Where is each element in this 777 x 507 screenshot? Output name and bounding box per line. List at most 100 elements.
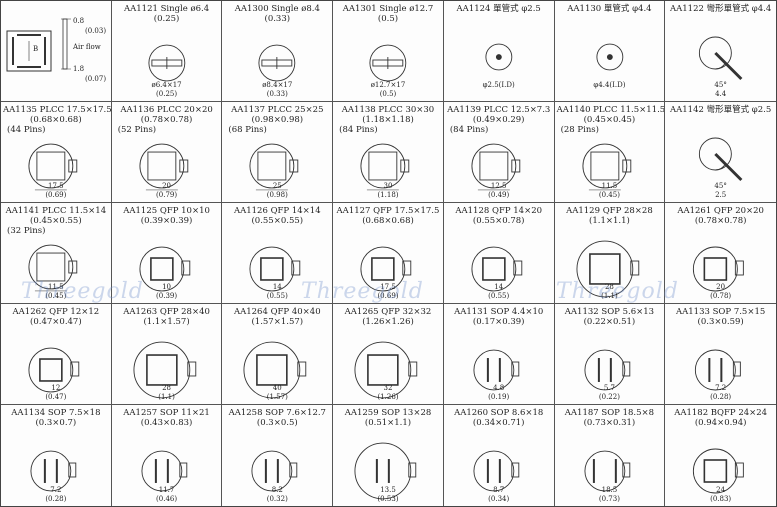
nozzle-cell: AA1131 SOP 4.4×10(0.17×0.39)4.8(0.19) [443, 304, 555, 405]
nozzle-pin-count: (84 Pins) [339, 125, 378, 135]
nozzle-size-inch: (0.73×0.31) [583, 418, 636, 428]
nozzle-dim-note: 20 [162, 182, 172, 190]
nozzle-dim-note-inch: (0.55) [488, 292, 510, 300]
nozzle-size-inch: (0.68×0.68) [30, 115, 82, 125]
nozzle-dim-note-inch: (0.46) [156, 495, 178, 503]
nozzle-pin-count: (68 Pins) [228, 125, 267, 135]
nozzle-model-title: AA1259 SOP 13×28 [344, 408, 432, 418]
nozzle-dim-note: 11.7 [158, 486, 175, 494]
nozzle-size-inch: (0.94×0.94) [694, 418, 747, 428]
nozzle-diagram [333, 29, 443, 101]
nozzle-dim-note: 12.5 [490, 182, 507, 190]
nozzle-size-inch: (0.25) [153, 14, 180, 24]
legend-v2: 1.8 [73, 65, 85, 73]
nozzle-diagram [222, 332, 332, 404]
nozzle-dim-note-inch: (0.22) [598, 393, 620, 401]
nozzle-cell: AA1133 SOP 7.5×15(0.3×0.59)7.2(0.28) [665, 304, 776, 405]
nozzle-dim-note: 11.5 [48, 283, 64, 291]
nozzle-size-inch: (0.33) [264, 14, 291, 24]
nozzle-diagram [555, 332, 665, 404]
nozzle-size-inch: (0.5) [377, 14, 399, 24]
nozzle-dim-note-inch: (1.1) [601, 292, 618, 300]
nozzle-diagram [444, 433, 554, 505]
nozzle-dim-note: ø12.7×17 [370, 81, 406, 89]
nozzle-dim-note: φ2.5(I.D) [482, 81, 515, 89]
nozzle-dim-note: 10 [162, 283, 172, 291]
nozzle-model-title: AA1264 QFP 40×40 [233, 307, 321, 317]
nozzle-diagram [555, 29, 665, 101]
nozzle-dim-note-inch: (0.32) [266, 495, 288, 503]
nozzle-cell: AA1125 QFP 10×10(0.39×0.39)10(0.39) [111, 203, 223, 304]
nozzle-diagram [222, 231, 332, 303]
legend-b-label: B [33, 45, 39, 53]
nozzle-dim-note-inch: 4.4 [715, 90, 727, 98]
nozzle-cell: AA1263 QFP 28×40(1.1×1.57)28(1.1) [111, 304, 223, 405]
nozzle-dim-note: 20 [716, 283, 726, 291]
nozzle-dim-note: φ4.4(I.D) [593, 81, 626, 89]
nozzle-cell: AA1182 BQFP 24×24(0.94×0.94)24(0.83) [665, 405, 776, 506]
nozzle-model-title: AA1129 QFP 28×28 [566, 206, 653, 216]
nozzle-dim-note: 8.7 [493, 486, 505, 494]
nozzle-model-title: AA1136 PLCC 20×20 [120, 105, 213, 115]
nozzle-model-title: AA1121 Single ø6.4 [123, 4, 210, 14]
nozzle-model-title: AA1132 SOP 5.6×13 [564, 307, 655, 317]
nozzle-size-inch: (0.34×0.71) [472, 418, 525, 428]
nozzle-dim-note-inch: (0.49) [488, 191, 510, 199]
nozzle-dim-note-inch: 2.5 [715, 191, 727, 199]
nozzle-dim-note-inch: (0.28) [45, 495, 67, 503]
nozzle-cell: AA1128 QFP 14×20(0.55×0.78)14(0.55) [443, 203, 555, 304]
legend-airflow: Air flow [73, 43, 101, 51]
nozzle-diagram [444, 130, 554, 202]
nozzle-diagram [665, 130, 776, 202]
nozzle-cell: AA1259 SOP 13×28(0.51×1.1)13.5(0.53) [333, 405, 444, 506]
nozzle-dim-note: 5.7 [603, 384, 615, 392]
nozzle-size-inch: (0.78×0.78) [694, 216, 747, 226]
nozzle-diagram [112, 231, 222, 303]
nozzle-dim-note: 45° [714, 81, 727, 89]
nozzle-model-title: AA1135 PLCC 17.5×17.5 [3, 105, 112, 115]
nozzle-diagram [444, 332, 554, 404]
nozzle-model-title: AA1301 Single ø12.7 [342, 4, 434, 14]
nozzle-diagram [112, 130, 222, 202]
nozzle-cell: AA1139 PLCC 12.5×7.3(0.49×0.29)(84 Pins)… [443, 102, 555, 203]
nozzle-model-title: AA1258 SOP 7.6×12.7 [228, 408, 326, 418]
nozzle-cell: AA1138 PLCC 30×30(1.18×1.18)(84 Pins)30(… [333, 102, 444, 203]
nozzle-dim-note: 17.5 [380, 283, 396, 291]
nozzle-dim-note: 28 [162, 384, 172, 392]
nozzle-dim-note-inch: (0.79) [156, 191, 178, 199]
nozzle-dim-note-inch: (0.33) [266, 90, 288, 98]
nozzle-size-inch: (0.55×0.78) [472, 216, 525, 226]
nozzle-dim-note-inch: (0.73) [598, 495, 620, 503]
nozzle-dim-note: 12 [51, 384, 61, 392]
nozzle-dim-note: 45° [714, 182, 727, 190]
nozzle-size-inch: (0.98×0.98) [251, 115, 304, 125]
nozzle-cell: AA1136 PLCC 20×20(0.78×0.78)(52 Pins)20(… [111, 102, 223, 203]
nozzle-dim-note: ø6.4×17 [151, 81, 182, 89]
nozzle-model-title: AA1182 BQFP 24×24 [674, 408, 768, 418]
nozzle-pin-count: (84 Pins) [449, 125, 489, 135]
nozzle-model-title: AA1127 QFP 17.5×17.5 [336, 206, 440, 216]
nozzle-size-inch: (1.1×1.1) [589, 216, 630, 226]
nozzle-cell: AA1258 SOP 7.6×12.7(0.3×0.5)8.2(0.32) [222, 405, 334, 506]
nozzle-diagram [112, 29, 222, 101]
nozzle-model-title: AA1124 單管式 φ2.5 [456, 4, 541, 14]
nozzle-diagram [444, 231, 554, 303]
nozzle-dim-note: 18.5 [601, 486, 618, 494]
nozzle-dim-note-inch: (0.34) [488, 495, 510, 503]
nozzle-dim-note-inch: (1.26) [377, 393, 399, 401]
nozzle-model-title: AA1138 PLCC 30×30 [341, 105, 435, 115]
nozzle-pin-count: (44 Pins) [7, 125, 46, 135]
nozzle-diagram [333, 130, 443, 202]
nozzle-dim-note: 4.8 [493, 384, 505, 392]
nozzle-model-title: AA1300 Single ø8.4 [234, 4, 320, 14]
nozzle-cell: AA1132 SOP 5.6×13(0.22×0.51)5.7(0.22) [554, 304, 666, 405]
nozzle-size-inch: (1.26×1.26) [362, 317, 414, 327]
nozzle-dim-note-inch: (0.83) [710, 495, 732, 503]
nozzle-diagram [555, 130, 665, 202]
nozzle-size-inch: (0.39×0.39) [140, 216, 193, 226]
nozzle-model-title: AA1140 PLCC 11.5×11.5 [556, 105, 666, 115]
nozzle-size-inch: (0.45×0.45) [583, 115, 636, 125]
nozzle-diagram [1, 332, 111, 404]
